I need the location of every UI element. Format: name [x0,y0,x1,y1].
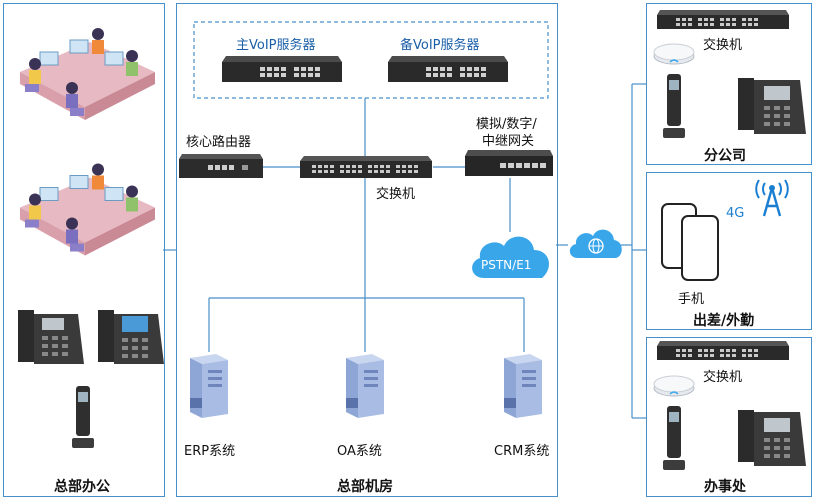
phone-label: 手机 [678,292,705,307]
network-4g-label: 4G [726,206,745,221]
office-title: 办事处 [704,479,746,495]
office-switch-icon [657,341,789,360]
workstation-cluster-icon [20,28,155,120]
branch-access-point-icon [653,43,695,65]
main-voip-server-icon [222,56,342,82]
crm-server-icon [504,354,542,418]
workstation-cluster-icon [20,163,155,256]
gateway-label-line2: 中继网关 [482,134,535,149]
backup-voip-server-icon [388,56,508,82]
core-router-icon [179,154,263,178]
cordless-handset-icon [72,386,94,448]
oa-server-icon [346,354,384,418]
oa-label: OA系统 [337,444,382,459]
internet-cloud-icon [569,229,622,258]
travel-title: 出差/外勤 [693,313,755,329]
crm-label: CRM系统 [494,444,550,459]
desk-phone-icon [98,310,164,364]
office-access-point-icon [653,375,695,397]
core-switch-label: 交换机 [376,187,416,202]
erp-label: ERP系统 [184,444,236,459]
backup-voip-label: 备VoIP服务器 [400,38,480,53]
branch-switch-icon [657,10,789,29]
core-switch-icon [300,156,432,178]
office-desk-phone-icon [738,410,806,466]
gateway-label-line1: 模拟/数字/ [476,117,537,132]
hq-office-title: 总部办公 [54,479,110,495]
gateway-icon [465,150,553,176]
branch-switch-label: 交换机 [703,38,743,53]
hq-room-title: 总部机房 [337,479,393,495]
desk-phone-icon [18,310,84,364]
branch-title: 分公司 [704,148,746,164]
main-voip-label: 主VoIP服务器 [236,38,316,53]
smartphone-icon [661,203,719,281]
pstn-label: PSTN/E1 [481,258,532,272]
branch-handset-icon [663,74,685,138]
erp-server-icon [190,354,228,418]
office-switch-label: 交换机 [703,370,743,385]
cell-tower-icon [755,179,789,217]
branch-desk-phone-icon [738,78,806,134]
core-router-label: 核心路由器 [186,135,252,150]
pstn-cloud-icon [472,236,549,278]
office-handset-icon [663,406,685,470]
